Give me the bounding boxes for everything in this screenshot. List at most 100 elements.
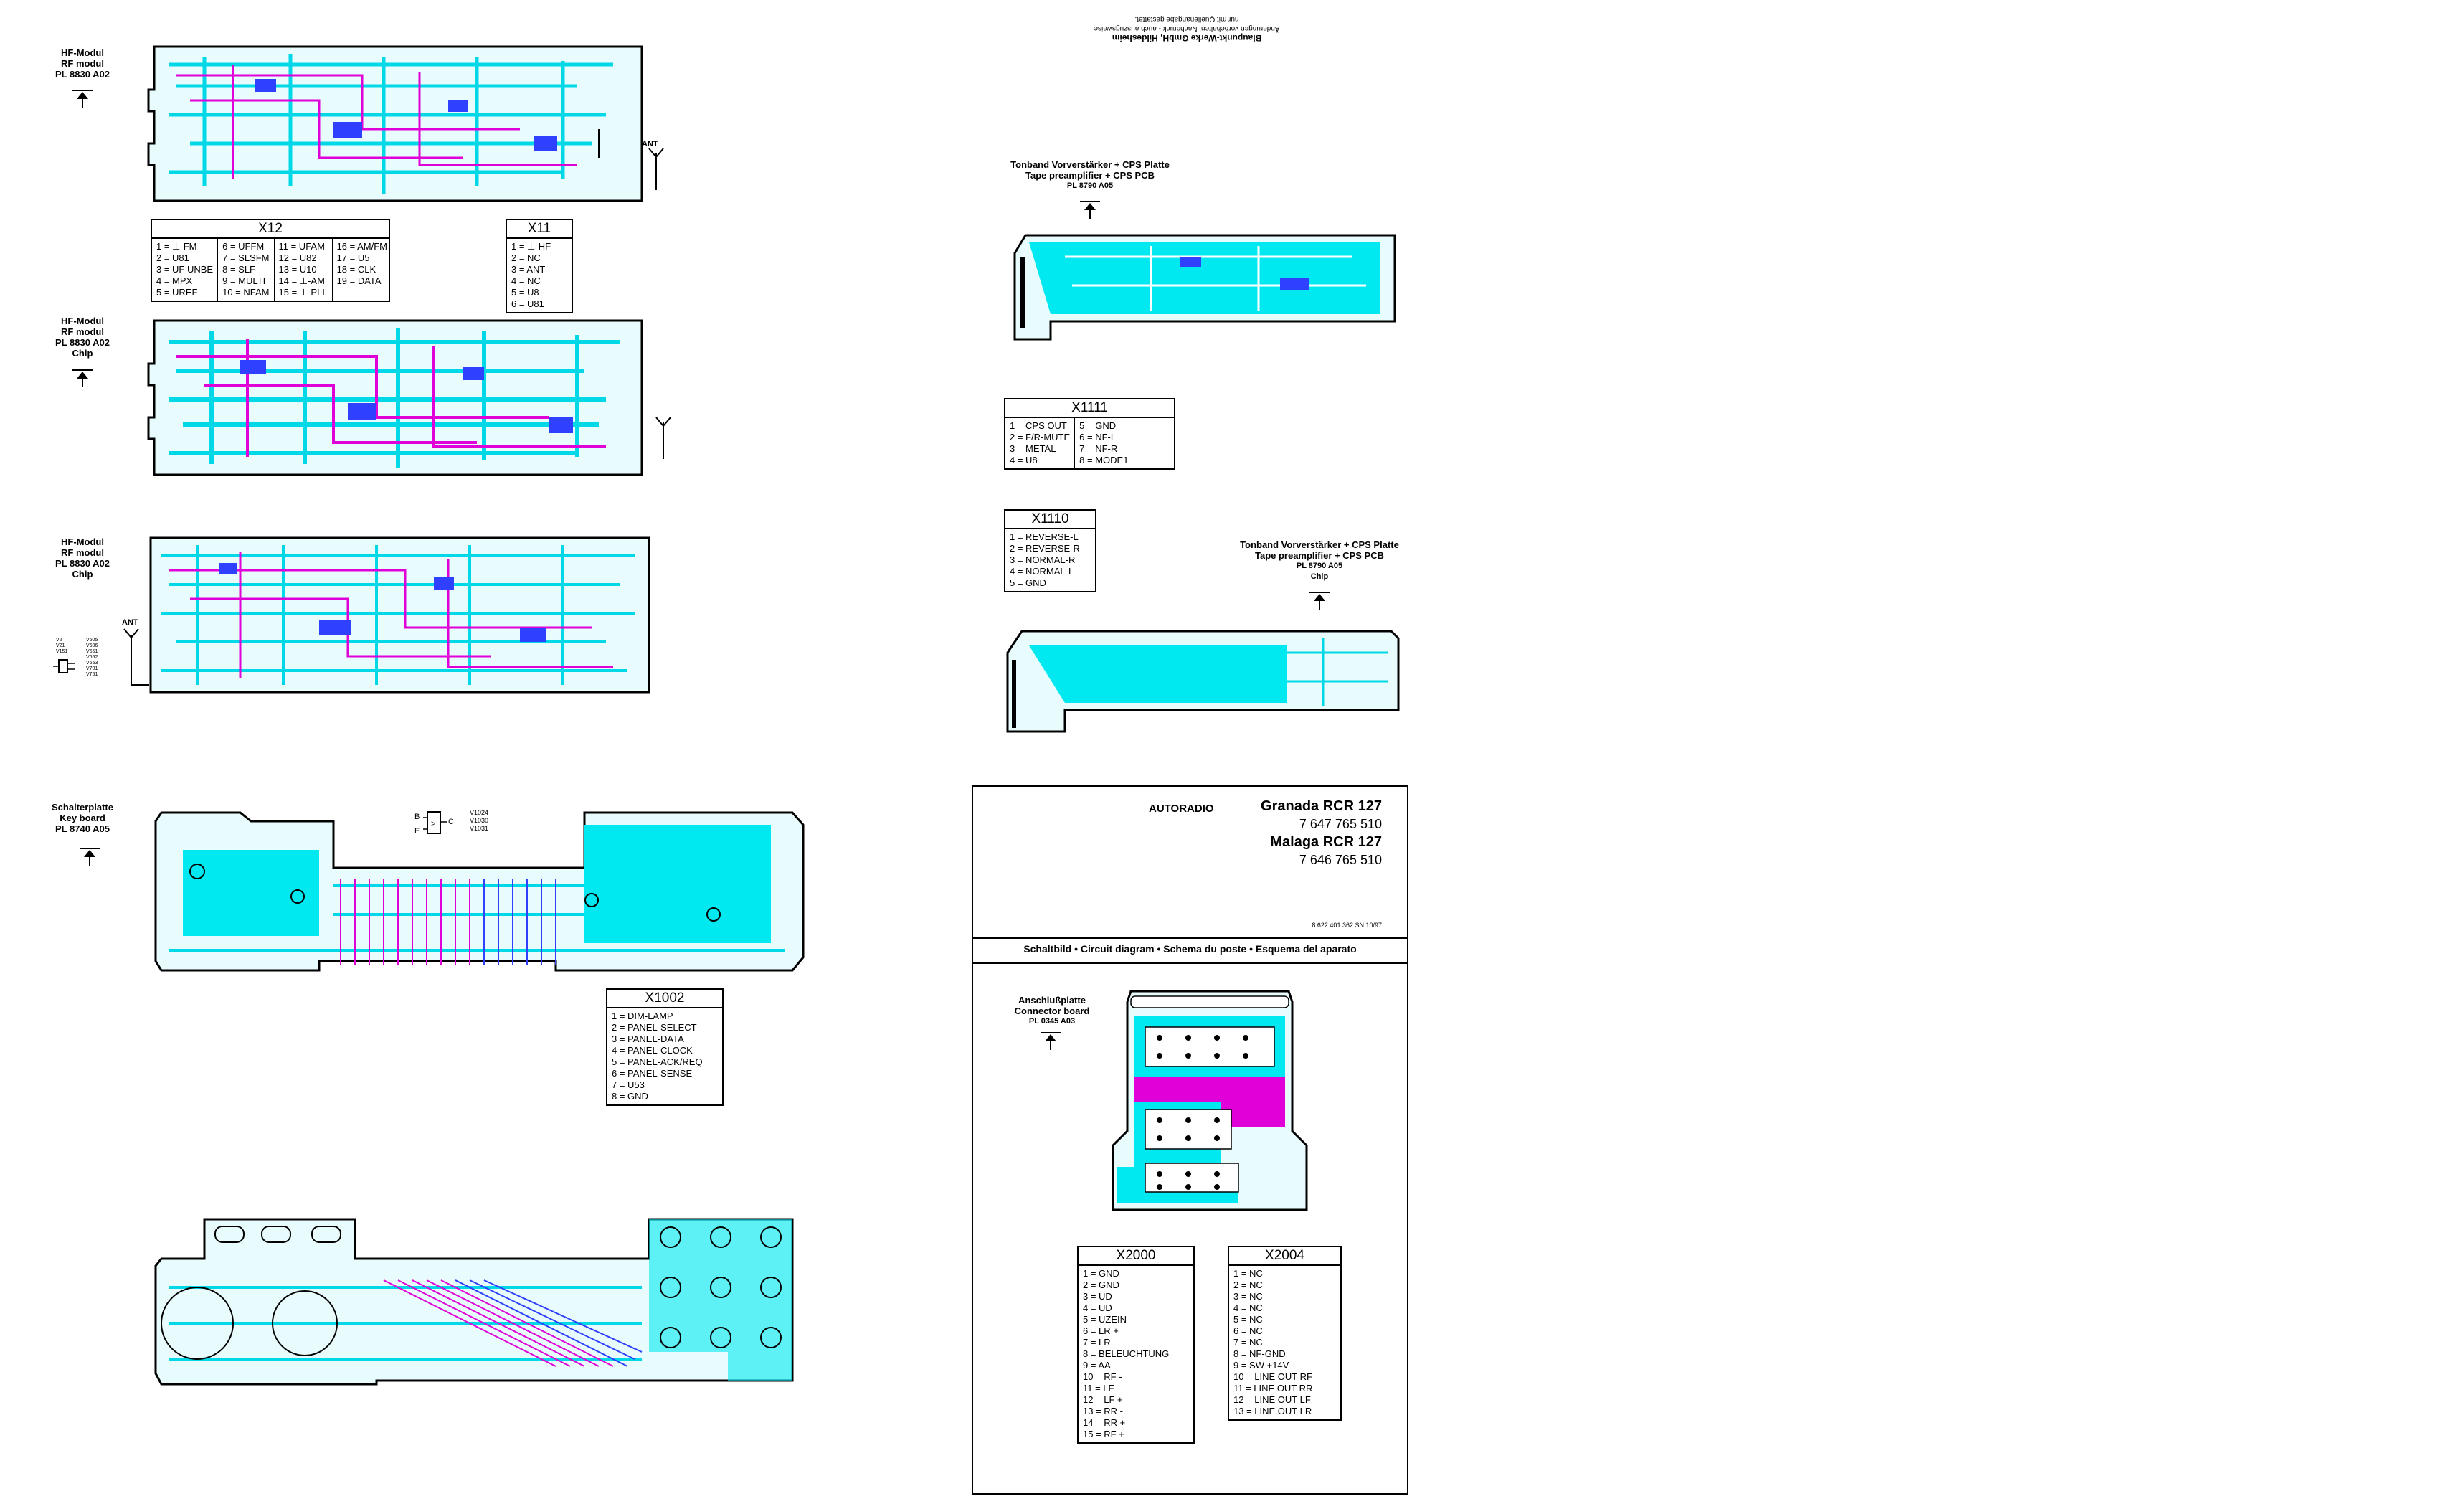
table-cell: 12 = U82 xyxy=(278,252,317,263)
table-column: 1 = DIM-LAMP 2 = PANEL-SELECT 3 = PANEL-… xyxy=(607,1008,707,1104)
table-cell: 2 = GND xyxy=(1083,1279,1119,1290)
connector-table-x1110: X1110 1 = REVERSE-L 2 = REVERSE-R 3 = NO… xyxy=(1004,509,1096,592)
table-cell: 13 = U10 xyxy=(278,264,317,275)
table-title: X11 xyxy=(507,220,572,239)
connector-table-x1111: X1111 1 = CPS OUT 2 = F/R-MUTE 3 = METAL… xyxy=(1004,398,1175,470)
hf-modul-3-label: HF-Modul RF modul PL 8830 A02 Chip xyxy=(43,536,122,580)
table-cell: 3 = UD xyxy=(1083,1291,1112,1302)
table-cell: 12 = LF + xyxy=(1083,1394,1123,1405)
pcb-hf-modul-1 xyxy=(147,45,643,202)
table-cell: 4 = NC xyxy=(511,275,541,286)
table-cell: 8 = SLF xyxy=(222,264,255,275)
table-cell: 4 = NC xyxy=(1233,1302,1263,1313)
divider xyxy=(973,962,1407,964)
table-title: X1110 xyxy=(1005,511,1095,529)
table-cell: 11 = LF - xyxy=(1083,1383,1120,1394)
table-title: X2004 xyxy=(1229,1247,1340,1266)
label-line: PL 8830 A02 xyxy=(55,558,110,569)
table-cell: 7 = U53 xyxy=(612,1079,645,1090)
antenna-icon xyxy=(655,417,671,459)
label-line: Tonband Vorverstärker + CPS Platte xyxy=(1240,539,1399,550)
connector-table-x2000: X2000 1 = GND 2 = GND 3 = UD 4 = UD 5 = … xyxy=(1077,1246,1195,1444)
svg-text:V2: V2 xyxy=(56,638,62,643)
header-note: Änderungen vorbehalten! Nachdruck - auch… xyxy=(1094,24,1280,32)
table-cell: 8 = MODE1 xyxy=(1079,455,1129,465)
table-cell: 15 = RF + xyxy=(1083,1429,1124,1439)
header-note: nur mit Quellenangabe gestattet. xyxy=(1134,15,1239,23)
table-cell: 16 = AM/FM xyxy=(336,241,388,252)
table-cell: 5 = U8 xyxy=(511,287,539,298)
label-line: Chip xyxy=(72,348,93,359)
table-cell: 10 = NFAM xyxy=(222,287,270,298)
table-cell: 2 = PANEL-SELECT xyxy=(612,1022,697,1033)
transistor-pin-c: C xyxy=(448,818,454,826)
table-title: X1111 xyxy=(1005,399,1174,418)
label-line: PL 8790 A05 xyxy=(1296,562,1343,570)
table-column: 6 = UFFM 7 = SLSFM 8 = SLF 9 = MULTI 10 … xyxy=(217,239,273,301)
antenna-icon xyxy=(648,148,664,190)
table-column: 1 = REVERSE-L 2 = REVERSE-R 3 = NORMAL-R… xyxy=(1005,529,1084,591)
table-cell: 7 = NF-R xyxy=(1079,443,1118,454)
table-cell: 4 = MPX xyxy=(156,275,193,286)
table-cell: 3 = METAL xyxy=(1010,443,1056,454)
table-cell: 6 = NF-L xyxy=(1079,432,1117,443)
table-column: 1 = GND 2 = GND 3 = UD 4 = UD 5 = UZEIN … xyxy=(1079,1266,1173,1442)
table-cell: 5 = UREF xyxy=(156,287,198,298)
table-cell: 7 = LR - xyxy=(1083,1337,1117,1348)
table-title: X1002 xyxy=(607,990,722,1008)
tape-preamp-chip-label: Tonband Vorverstärker + CPS Platte Tape … xyxy=(1212,539,1427,582)
table-cell: 9 = MULTI xyxy=(222,275,266,286)
label-line: RF modul xyxy=(61,58,104,69)
connector-table-x12: X12 1 = ⊥-FM 2 = U81 3 = UF UNBE 4 = MPX… xyxy=(151,219,390,302)
label-line: HF-Modul xyxy=(61,316,104,326)
table-cell: 4 = UD xyxy=(1083,1302,1112,1313)
svg-text:V653: V653 xyxy=(86,661,98,666)
table-cell: 5 = NC xyxy=(1233,1314,1263,1325)
pcb-button-board xyxy=(154,1218,794,1386)
label-line: RF modul xyxy=(61,326,104,337)
label-line: Tape preamplifier + CPS PCB xyxy=(1254,550,1384,561)
table-cell: 4 = NORMAL-L xyxy=(1010,566,1074,577)
antenna-label: ANT xyxy=(642,140,658,148)
hf-modul-1-label: HF-Modul RF modul PL 8830 A02 xyxy=(43,47,122,80)
table-cell: 3 = NC xyxy=(1233,1291,1263,1302)
svg-text:V605: V605 xyxy=(86,638,98,643)
caption: Schaltbild • Circuit diagram • Schema du… xyxy=(1023,943,1357,955)
table-cell: 10 = LINE OUT RF xyxy=(1233,1371,1312,1382)
table-cell: 6 = U81 xyxy=(511,298,544,309)
table-cell: 1 = CPS OUT xyxy=(1010,420,1067,431)
table-cell: 5 = UZEIN xyxy=(1083,1314,1127,1325)
svg-text:V21: V21 xyxy=(56,643,65,648)
label-line: Connector board xyxy=(1014,1006,1090,1016)
pcb-hf-modul-2 xyxy=(147,319,643,476)
label-line: PL 8830 A02 xyxy=(55,337,110,348)
table-cell: 1 = ⊥-FM xyxy=(156,241,197,252)
transistor-pin-e: E xyxy=(414,827,420,836)
model-1: Granada RCR 127 xyxy=(1261,798,1382,814)
document-number: 8 622 401 362 SN 10/97 xyxy=(1312,922,1382,929)
table-cell: 12 = LINE OUT LF xyxy=(1233,1394,1311,1405)
category: AUTORADIO xyxy=(1149,803,1214,815)
upside-down-header: Blaupunkt-Werke GmbH, Hildesheim Änderun… xyxy=(954,14,1420,43)
table-cell: 19 = DATA xyxy=(336,275,382,286)
connector-table-x1002: X1002 1 = DIM-LAMP 2 = PANEL-SELECT 3 = … xyxy=(606,988,724,1106)
table-cell: 3 = ANT xyxy=(511,264,546,275)
svg-text:>: > xyxy=(431,820,435,828)
table-cell: 14 = ⊥-AM xyxy=(278,275,325,286)
label-line: HF-Modul xyxy=(61,47,104,58)
table-column: 1 = ⊥-HF 2 = NC 3 = ANT 4 = NC 5 = U8 6 … xyxy=(507,239,555,312)
svg-text:V651: V651 xyxy=(86,649,98,654)
svg-text:V751: V751 xyxy=(86,672,98,677)
table-cell: 3 = NORMAL-R xyxy=(1010,554,1076,565)
table-cell: 1 = ⊥-HF xyxy=(511,241,551,252)
label-line: Chip xyxy=(1310,572,1329,581)
label-line: Schalterplatte xyxy=(52,802,113,813)
table-cell: 4 = U8 xyxy=(1010,455,1038,465)
label-line: Tape preamplifier + CPS PCB xyxy=(1025,170,1155,181)
table-cell: 8 = BELEUCHTUNG xyxy=(1083,1348,1170,1359)
svg-text:V606: V606 xyxy=(86,643,98,648)
table-cell: 5 = GND xyxy=(1010,577,1046,588)
table-cell: 2 = NC xyxy=(1233,1279,1263,1290)
table-cell: 5 = PANEL-ACK/REQ xyxy=(612,1056,703,1067)
divider xyxy=(973,937,1407,939)
